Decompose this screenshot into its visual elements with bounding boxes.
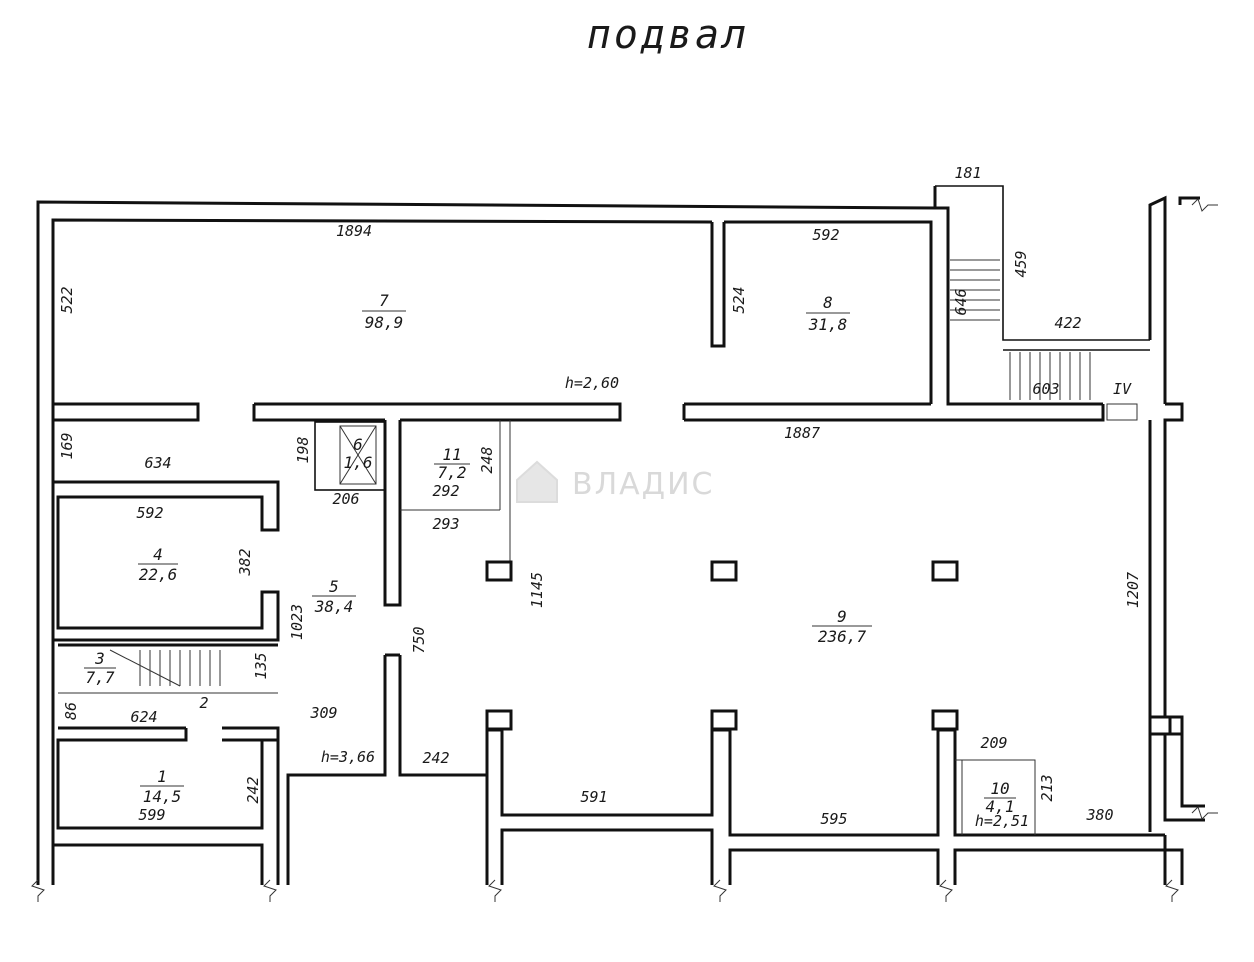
room-5: 5 38,4 <box>312 577 356 616</box>
dimension: 592 <box>812 226 839 244</box>
room-number: 5 <box>329 577 339 596</box>
room-area: 1,6 <box>344 453 373 472</box>
room-area: 14,5 <box>143 787 182 806</box>
room-number: 9 <box>837 607 847 626</box>
room-area: 98,9 <box>365 313 404 332</box>
height-label: h=3,66 <box>321 748 375 766</box>
dimension: 592 <box>136 504 163 522</box>
dimension: 293 <box>432 515 459 533</box>
dimension: 242 <box>422 749 449 767</box>
room-number: 3 <box>94 649 105 668</box>
stairs-top <box>950 259 1091 400</box>
dimension: 248 <box>478 446 496 473</box>
break-marks <box>31 198 1218 902</box>
dimension: 1887 <box>784 424 820 442</box>
ceiling-heights: h=2,60 h=3,66 h=2,51 <box>321 374 1029 830</box>
dimension: 135 <box>252 652 270 679</box>
dimension: 646 <box>952 288 970 315</box>
dimension: 1894 <box>336 222 372 240</box>
dimension: 198 <box>294 436 312 463</box>
dimension: 242 <box>244 776 262 803</box>
walls <box>36 185 1205 885</box>
house-logo-icon <box>516 460 558 503</box>
dimension: 169 <box>58 432 76 459</box>
entrance-marker: IV <box>1106 380 1138 421</box>
room-number: 10 <box>990 779 1009 798</box>
room-7: 7 98,9 <box>362 291 406 332</box>
room-number: 1 <box>157 767 167 786</box>
dimension: 206 <box>332 490 359 508</box>
dimension: 634 <box>144 454 171 472</box>
room-area: 22,6 <box>139 565 178 584</box>
dimension: 209 <box>980 734 1007 752</box>
dimension: 380 <box>1085 806 1113 824</box>
dimension: 599 <box>138 806 165 824</box>
room-6: 6 1,6 <box>344 435 373 472</box>
dimension: 591 <box>580 788 607 806</box>
dimension: 1023 <box>288 604 306 640</box>
dimension: 382 <box>236 548 254 576</box>
room-1: 1 14,5 <box>140 767 184 806</box>
stairs-room-3 <box>58 649 278 694</box>
dimension: 624 <box>130 708 157 726</box>
room-4: 4 22,6 <box>138 545 178 584</box>
dimension: 603 <box>1032 380 1059 398</box>
dimension: 459 <box>1012 250 1030 277</box>
dimension: 422 <box>1054 314 1081 332</box>
dimension: 2 <box>199 694 208 712</box>
watermark: ВЛАДИС <box>516 460 715 503</box>
dimension: 524 <box>730 286 748 313</box>
dimension: 595 <box>820 810 847 828</box>
dimensions: 181 1894 592 522 524 459 646 422 603 188… <box>58 164 1142 828</box>
dimension: 522 <box>58 286 76 313</box>
dimension: 292 <box>432 482 459 500</box>
room-area: 38,4 <box>314 597 354 616</box>
room-area: 31,8 <box>808 315 848 334</box>
room-area: 7,7 <box>86 668 115 687</box>
room-area: 236,7 <box>818 627 867 646</box>
room-number: 7 <box>379 291 389 310</box>
room-area: 4,1 <box>986 797 1015 816</box>
entrance-label: IV <box>1113 380 1132 398</box>
dimension: 1207 <box>1124 572 1142 608</box>
plan-title: подвал <box>587 12 750 58</box>
room-9: 9 236,7 <box>812 607 872 646</box>
room-number: 6 <box>353 435 363 454</box>
height-label: h=2,60 <box>565 374 619 392</box>
room-area: 7,2 <box>438 463 467 482</box>
room-10: 10 4,1 <box>984 779 1016 816</box>
room-number: 11 <box>442 445 461 464</box>
room-8: 8 31,8 <box>806 293 850 334</box>
watermark-text: ВЛАДИС <box>572 467 715 502</box>
height-label: h=2,51 <box>975 812 1029 830</box>
room-number: 4 <box>153 545 163 564</box>
dimension: 1145 <box>528 572 546 608</box>
room-number: 8 <box>823 293 833 312</box>
room-3: 3 7,7 <box>84 649 116 687</box>
dimension: 750 <box>410 626 428 653</box>
room-11: 11 7,2 <box>434 445 470 482</box>
dimension: 86 <box>62 702 80 720</box>
dimension: 181 <box>954 164 981 182</box>
dimension: 213 <box>1038 774 1056 801</box>
dimension: 309 <box>309 704 337 722</box>
